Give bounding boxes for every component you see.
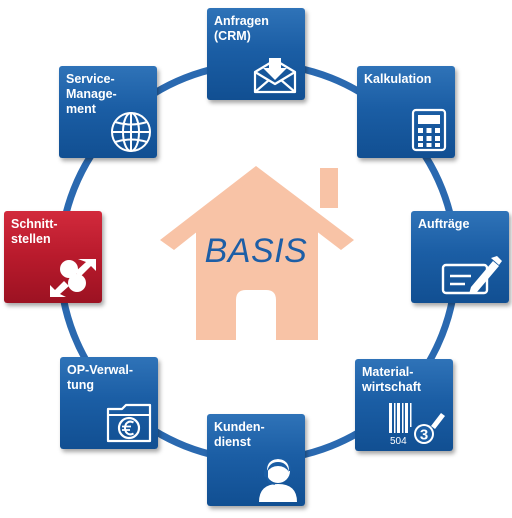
globe-icon (111, 112, 151, 152)
signature-document-icon (441, 256, 502, 295)
module-label: Kalkulation (364, 72, 432, 86)
barcode-number: 504 (390, 436, 407, 447)
module-anfragen-crm[interactable]: Anfragen (CRM) (207, 8, 305, 100)
module-materialwirtschaft[interactable]: Material- wirtschaft 504 3 (355, 359, 453, 451)
mail-download-icon (253, 58, 297, 94)
customer-service-headset-icon (259, 456, 297, 502)
module-label: Schnitt- stellen (11, 217, 58, 246)
euro-folder-icon (106, 403, 152, 443)
module-label: Service- Manage- ment (66, 72, 117, 116)
module-label: OP-Verwal- tung (67, 363, 133, 392)
module-label: Anfragen (CRM) (214, 14, 269, 43)
module-schnittstellen[interactable]: Schnitt- stellen (4, 211, 102, 303)
magnifier-number: 3 (420, 427, 428, 444)
interface-exchange-icon (50, 259, 96, 297)
module-label: Aufträge (418, 217, 470, 231)
module-label: Kunden- dienst (214, 420, 265, 449)
calculator-icon (411, 108, 447, 152)
barcode-magnifier-icon: 504 3 (389, 403, 445, 447)
module-op-verwaltung[interactable]: OP-Verwal- tung (60, 357, 158, 449)
module-kundendienst[interactable]: Kunden- dienst (207, 414, 305, 506)
module-service-management[interactable]: Service- Manage- ment (59, 66, 157, 158)
module-auftraege[interactable]: Aufträge (411, 211, 509, 303)
module-label: Material- wirtschaft (362, 365, 422, 394)
basis-label: BASIS (204, 232, 308, 270)
module-kalkulation[interactable]: Kalkulation (357, 66, 455, 158)
